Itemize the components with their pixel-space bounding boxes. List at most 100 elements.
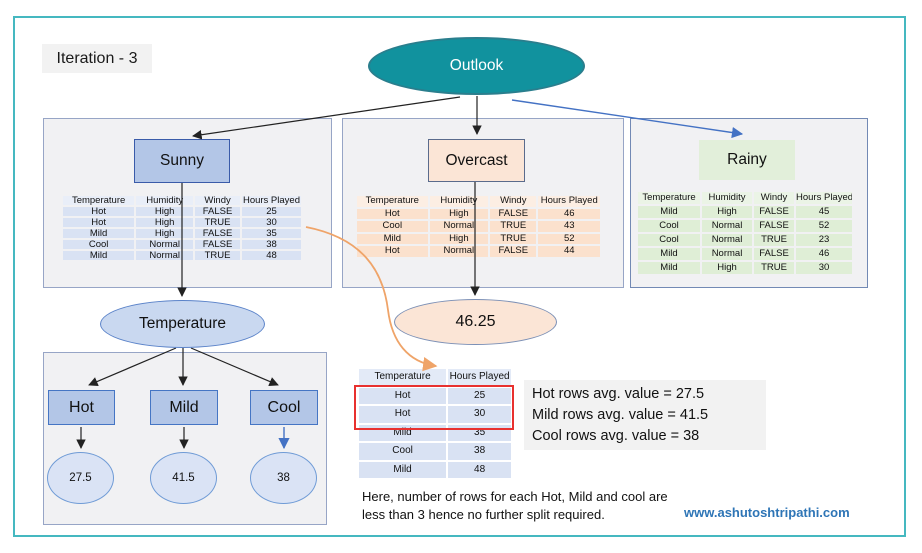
column-header: Hours Played: [796, 192, 852, 204]
table-cell: FALSE: [754, 220, 794, 232]
table-cell: Mild: [357, 233, 428, 244]
note-line-2: less than 3 hence no further split requi…: [362, 507, 605, 522]
root-node-outlook: Outlook: [368, 37, 585, 95]
table-cell: FALSE: [195, 240, 240, 249]
averages-box: Hot rows avg. value = 27.5 Mild rows avg…: [524, 380, 766, 450]
leaf-value-label: 46.25: [455, 313, 496, 330]
leaf-value-hot: 27.5: [47, 452, 114, 504]
table-cell: High: [136, 218, 194, 227]
child-node-label: Mild: [169, 398, 199, 416]
child-node-label: Cool: [267, 398, 301, 416]
table-cell: 45: [796, 206, 852, 218]
table-cell: TRUE: [195, 218, 240, 227]
table-cell: 25: [241, 207, 301, 216]
column-header: Temperature: [638, 192, 700, 204]
column-header: Temperature: [357, 196, 428, 207]
table-cell: High: [702, 262, 752, 274]
branch-node-sunny: Sunny: [134, 139, 230, 183]
table-cell: 30: [796, 262, 852, 274]
avg-line-mild: Mild rows avg. value = 41.5: [532, 407, 709, 423]
table-cell: 43: [538, 221, 600, 232]
note-line-1: Here, number of rows for each Hot, Mild …: [362, 489, 668, 504]
table-cell: Cool: [359, 443, 447, 460]
column-header: Hours Played: [241, 196, 301, 205]
table-cell: Mild: [63, 229, 135, 238]
column-header: Humidity: [429, 196, 489, 207]
child-node-cool: Cool: [250, 390, 318, 425]
table-cell: 23: [796, 234, 852, 246]
column-header: Humidity: [702, 192, 752, 204]
table-cell: 52: [538, 233, 600, 244]
table-cell: Mild: [63, 251, 135, 260]
website-link[interactable]: www.ashutoshtripathi.com: [684, 505, 850, 520]
branch-node-label: Rainy: [727, 151, 767, 168]
avg-line-hot: Hot rows avg. value = 27.5: [532, 386, 705, 402]
table-cell: High: [136, 229, 194, 238]
table-cell: Mild: [359, 461, 447, 478]
child-node-hot: Hot: [48, 390, 115, 425]
table-cell: Normal: [429, 246, 489, 257]
table-cell: 38: [241, 240, 301, 249]
table-cell: Cool: [63, 240, 135, 249]
table-cell: Normal: [702, 234, 752, 246]
table-cell: Hot: [359, 387, 447, 404]
table-cell: 52: [796, 220, 852, 232]
table-cell: Hot: [357, 246, 428, 257]
table-cell: TRUE: [195, 251, 240, 260]
branch-node-rainy: Rainy: [699, 140, 795, 180]
root-node-label: Outlook: [449, 57, 504, 74]
table-cell: Hot: [357, 208, 428, 219]
table-cell: TRUE: [490, 233, 537, 244]
table-cell: Hot: [63, 207, 135, 216]
table-cell: Mild: [638, 206, 700, 218]
slide-border: [13, 16, 906, 537]
table-cell: Normal: [429, 221, 489, 232]
table-cell: Mild: [638, 262, 700, 274]
table-cell: Normal: [136, 251, 194, 260]
table-cell: 25: [448, 387, 511, 404]
table-cell: Cool: [638, 220, 700, 232]
leaf-value-overcast: 46.25: [394, 299, 557, 345]
table-cell: High: [429, 233, 489, 244]
note-text: Here, number of rows for each Hot, Mild …: [362, 488, 672, 524]
split-node-temperature: Temperature: [100, 300, 265, 348]
table-cell: TRUE: [754, 262, 794, 274]
branch-node-label: Overcast: [445, 151, 508, 169]
leaf-value-mild: 41.5: [150, 452, 217, 504]
table-cell: Hot: [63, 218, 135, 227]
branch-node-label: Sunny: [160, 152, 204, 169]
branch-node-overcast: Overcast: [428, 139, 525, 182]
table-cell: High: [136, 207, 194, 216]
column-header: Temperature: [359, 369, 447, 386]
table-cell: Cool: [357, 221, 428, 232]
table-cell: 44: [538, 246, 600, 257]
iteration-label: Iteration - 3: [42, 44, 152, 73]
table-cell: FALSE: [195, 229, 240, 238]
column-header: Windy: [754, 192, 794, 204]
table-cell: 38: [448, 443, 511, 460]
table-cell: Normal: [702, 220, 752, 232]
child-node-label: Hot: [69, 398, 94, 416]
table-cell: TRUE: [490, 221, 537, 232]
leaf-value-label: 41.5: [172, 472, 195, 484]
